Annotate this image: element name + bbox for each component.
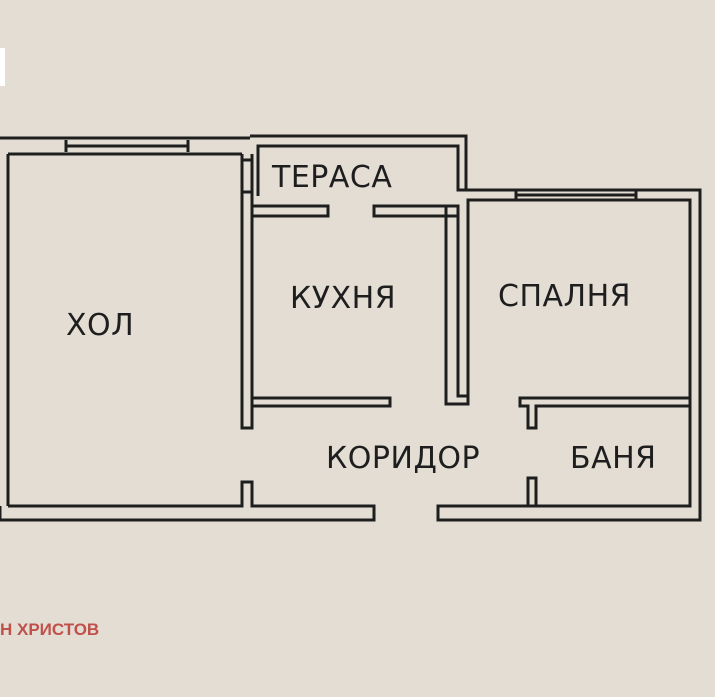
wall-living-kitchen: [240, 154, 254, 430]
wall-bedroom-bathroom: [518, 396, 692, 430]
room-label-bathroom: БАНЯ: [570, 441, 657, 476]
room-label-corridor: КОРИДОР: [326, 441, 480, 476]
wall-bottom-left: [0, 480, 376, 522]
wall-kitchen-right: [444, 206, 470, 406]
wall-bathroom-door: [526, 476, 538, 506]
wall-kitchen-bottom: [252, 396, 392, 408]
wall-bedroom-top: [436, 188, 702, 522]
wall-terrace-bottom-left: [252, 204, 330, 218]
walls: [0, 134, 702, 522]
corner-mark: [0, 48, 5, 86]
wall-terrace-left-window: [242, 158, 252, 194]
window-bedroom: [514, 190, 638, 200]
room-label-kitchen: КУХНЯ: [290, 281, 396, 316]
window-living: [64, 140, 190, 152]
room-label-terrace: ТЕРАСА: [271, 160, 392, 195]
room-label-living: ХОЛ: [66, 308, 134, 343]
watermark-text: Н ХРИСТОВ: [0, 620, 100, 639]
room-label-bedroom: СПАЛНЯ: [498, 279, 631, 314]
